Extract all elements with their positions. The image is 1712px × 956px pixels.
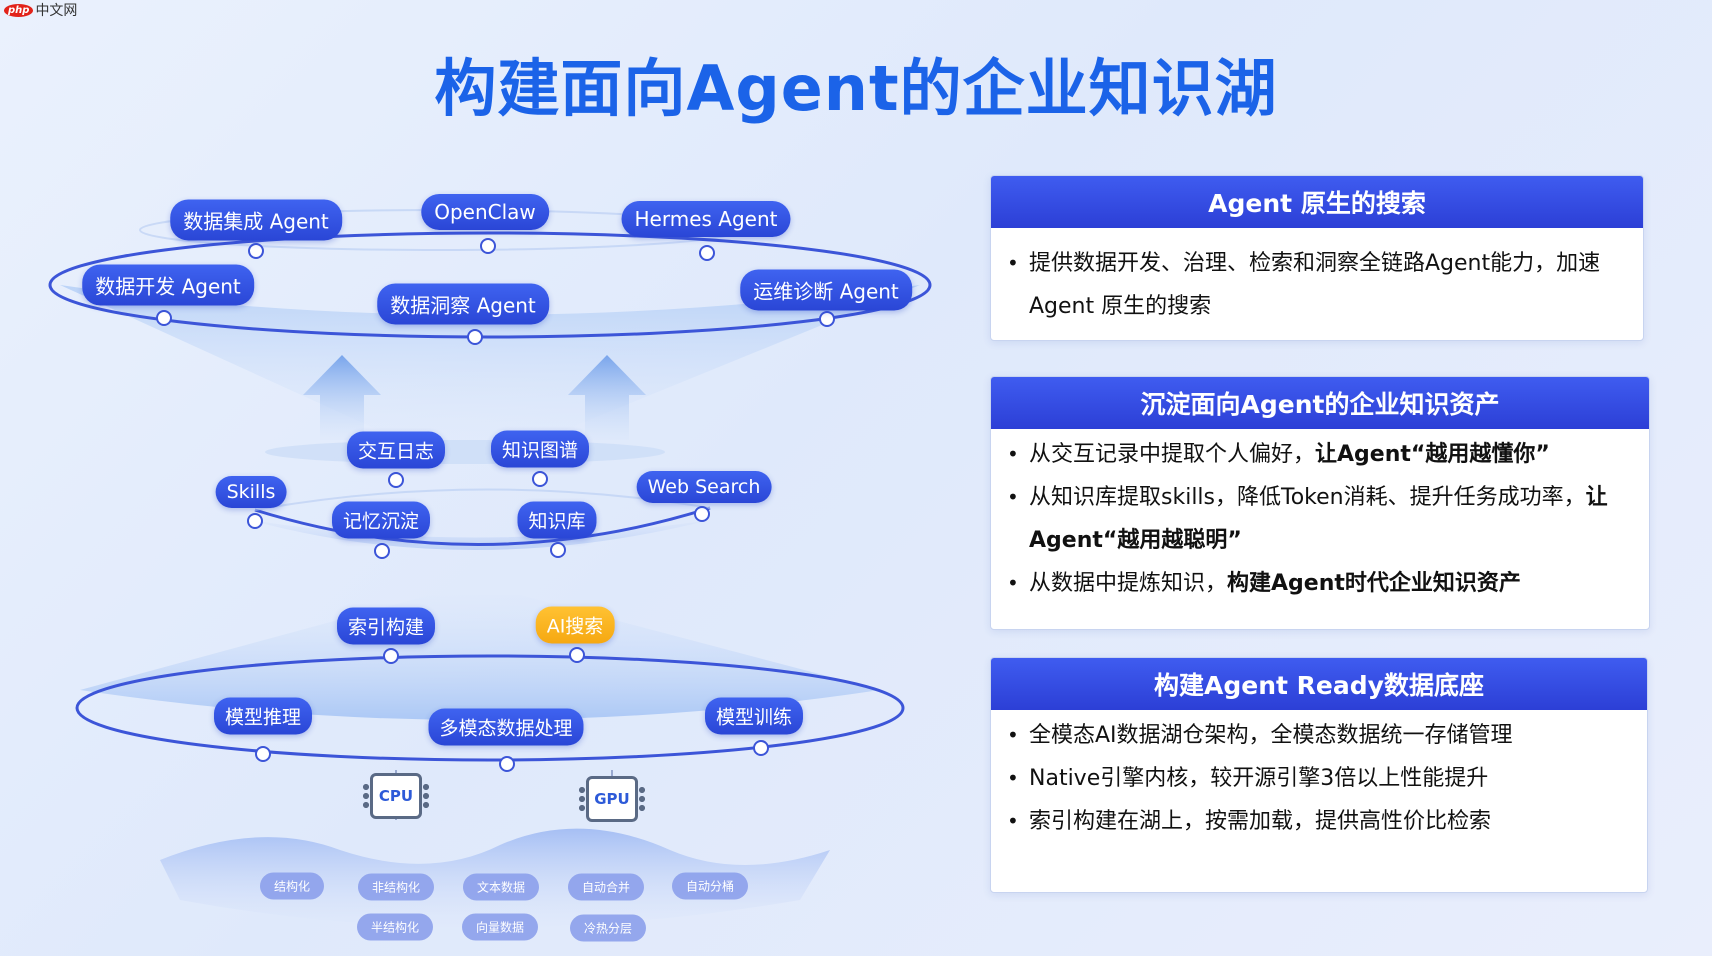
pill-web-search: Web Search [636, 471, 772, 503]
pill-index-build: 索引构建 [336, 607, 436, 645]
middle-ring [254, 506, 711, 546]
card-agent-native-search: Agent 原生的搜索 提供数据开发、治理、检索和洞察全链路Agent能力，加速… [990, 175, 1644, 341]
pill-openclaw: OpenClaw [421, 194, 549, 230]
pill-text-data: 文本数据 [462, 873, 540, 901]
list-item: 全模态AI数据湖仓架构，全模态数据统一存储管理 [1007, 714, 1631, 757]
pill-data-integration-agent: 数据集成 Agent [170, 199, 342, 241]
pill-hot-cold-tier: 冷热分层 [569, 914, 647, 942]
lower-ring [75, 654, 905, 762]
middle-bowl [250, 520, 710, 550]
item-text: 从交互记录中提取个人偏好， [1029, 442, 1316, 467]
pill-data-dev-agent: 数据开发 Agent [82, 264, 254, 306]
pill-semi-structured: 半结构化 [356, 913, 434, 941]
list-item: 索引构建在湖上，按需加载，提供高性价比检索 [1007, 800, 1631, 843]
card-title: 沉淀面向Agent的企业知识资产 [991, 377, 1649, 429]
card-list: 全模态AI数据湖仓架构，全模态数据统一存储管理 Native引擎内核，较开源引擎… [991, 710, 1647, 843]
list-item: 从知识库提取skills，降低Token消耗、提升任务成功率，让Agent“越用… [1007, 476, 1633, 562]
pill-structured: 结构化 [259, 872, 325, 900]
item-text: 索引构建在湖上，按需加载，提供高性价比检索 [1029, 809, 1492, 834]
card-list: 提供数据开发、治理、检索和洞察全链路Agent能力，加速Agent 原生的搜索 [991, 228, 1643, 328]
card-list: 从交互记录中提取个人偏好，让Agent“越用越懂你” 从知识库提取skills，… [991, 429, 1649, 605]
watermark-logo: php [4, 3, 34, 17]
pill-unstructured: 非结构化 [357, 873, 435, 901]
pill-skills: Skills [215, 476, 287, 508]
cpu-chip-icon: CPU [363, 773, 429, 819]
pill-multimodal-processing: 多模态数据处理 [428, 708, 584, 746]
item-text: 全模态AI数据湖仓架构，全模态数据统一存储管理 [1029, 723, 1513, 748]
pill-ai-search: AI搜索 [535, 606, 615, 644]
card-agent-ready-foundation: 构建Agent Ready数据底座 全模态AI数据湖仓架构，全模态数据统一存储管… [990, 657, 1648, 893]
gpu-chip-icon: GPU [579, 776, 645, 822]
list-item: 提供数据开发、治理、检索和洞察全链路Agent能力，加速Agent 原生的搜索 [1007, 242, 1627, 328]
item-text: Native引擎内核，较开源引擎3倍以上性能提升 [1029, 766, 1489, 791]
item-text: 提供数据开发、治理、检索和洞察全链路Agent能力，加速Agent 原生的搜索 [1029, 251, 1601, 319]
up-arrow-right [568, 355, 646, 440]
top-funnel [60, 285, 920, 440]
item-text: 从知识库提取skills，降低Token消耗、提升任务成功率， [1029, 485, 1586, 510]
middle-disc [265, 440, 665, 464]
pill-memory: 记忆沉淀 [331, 501, 431, 539]
cpu-label: CPU [378, 787, 414, 805]
card-knowledge-assets: 沉淀面向Agent的企业知识资产 从交互记录中提取个人偏好，让Agent“越用越… [990, 376, 1650, 630]
pill-auto-merge: 自动合并 [567, 873, 645, 901]
watermark: php 中文网 [4, 0, 77, 20]
pill-vector-data: 向量数据 [461, 913, 539, 941]
pill-auto-bucket: 自动分桶 [671, 872, 749, 900]
watermark-text: 中文网 [35, 3, 78, 19]
pill-ops-diagnosis-agent: 运维诊断 Agent [740, 269, 912, 311]
card-title: 构建Agent Ready数据底座 [991, 658, 1647, 710]
gpu-label: GPU [594, 790, 630, 808]
item-bold: 构建Agent时代企业知识资产 [1227, 571, 1521, 596]
pill-interaction-log: 交互日志 [346, 431, 446, 469]
pill-model-inference: 模型推理 [213, 697, 313, 735]
connector-dots [156, 238, 835, 772]
list-item: Native引擎内核，较开源引擎3倍以上性能提升 [1007, 757, 1631, 800]
list-item: 从数据中提炼知识，构建Agent时代企业知识资产 [1007, 562, 1633, 605]
pill-hermes-agent: Hermes Agent [621, 201, 791, 237]
page-title: 构建面向Agent的企业知识湖 [434, 52, 1278, 125]
up-arrow-left [303, 355, 381, 440]
pill-knowledge-base: 知识库 [517, 501, 597, 539]
top-ring [48, 231, 932, 339]
pill-model-training: 模型训练 [704, 697, 804, 735]
pill-knowledge-graph: 知识图谱 [490, 430, 590, 468]
pill-data-insight-agent: 数据洞察 Agent [377, 283, 549, 325]
item-bold: 让Agent“越用越懂你” [1315, 442, 1550, 467]
item-bold: 让Agent“越用越聪明” [1029, 485, 1608, 553]
list-item: 从交互记录中提取个人偏好，让Agent“越用越懂你” [1007, 433, 1633, 476]
item-text: 从数据中提炼知识， [1029, 571, 1228, 596]
card-title: Agent 原生的搜索 [991, 176, 1643, 228]
lake-diagram [48, 209, 932, 928]
